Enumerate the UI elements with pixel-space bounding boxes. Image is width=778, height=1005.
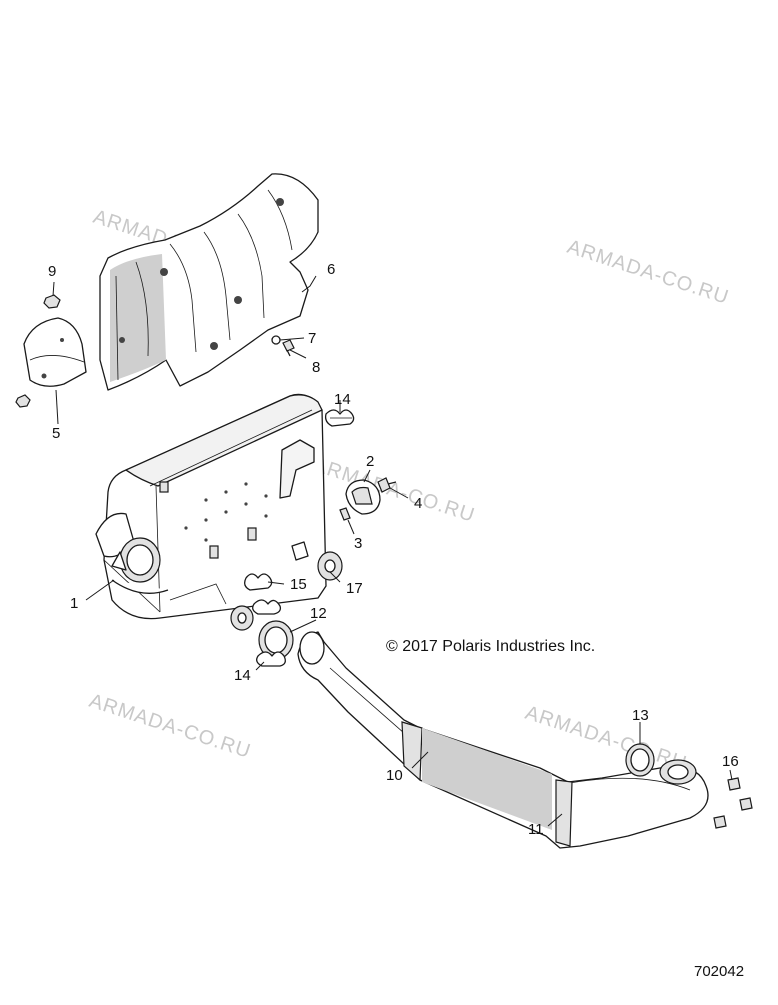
callout-15: 15 — [290, 576, 307, 593]
bolt-part-16 — [713, 777, 753, 829]
callout-17: 17 — [346, 580, 363, 597]
callout-14: 14 — [334, 391, 351, 408]
callout-7: 7 — [308, 330, 316, 347]
cover-part-5 — [23, 317, 87, 387]
callout-3: 3 — [354, 535, 362, 552]
spring-part-15 — [244, 573, 282, 615]
watermark: ARMADA-CO.RU — [86, 690, 253, 763]
muffler-part-1 — [95, 393, 327, 620]
callout-10: 10 — [386, 767, 403, 784]
copyright-notice: © 2017 Polaris Industries Inc. — [386, 638, 595, 655]
heat-shield-part-6 — [99, 173, 319, 391]
callout-13: 13 — [632, 707, 649, 724]
head-pipe-part-10 — [297, 631, 709, 849]
callout-14: 14 — [234, 667, 251, 684]
grommet — [230, 605, 254, 631]
grommet-part-17 — [317, 551, 343, 581]
callout-2: 2 — [366, 453, 374, 470]
callout-5: 5 — [52, 425, 60, 442]
callout-6: 6 — [327, 261, 335, 278]
bolt-part-3 — [339, 507, 351, 521]
gasket-part-13 — [625, 743, 655, 777]
callout-9: 9 — [48, 263, 56, 280]
callout-16: 16 — [722, 753, 739, 770]
nut-part-9 — [43, 294, 61, 309]
bolt-part-8 — [282, 339, 295, 357]
clamp-part-2 — [345, 479, 381, 515]
bolt-part-4 — [377, 477, 397, 493]
callout-12: 12 — [310, 605, 327, 622]
washer-part-7 — [271, 335, 281, 345]
fastener — [15, 394, 31, 408]
callout-1: 1 — [70, 595, 78, 612]
diagram-number: 702042 — [694, 963, 744, 980]
spring-part-14-upper — [324, 409, 355, 427]
leader-lines — [52, 275, 733, 827]
clamp-part-11 — [555, 779, 573, 847]
callout-8: 8 — [312, 359, 320, 376]
callout-11: 11 — [528, 821, 544, 838]
pipe-flange — [659, 759, 697, 785]
callout-4: 4 — [414, 495, 422, 512]
watermark: ARMADA-CO.RU — [564, 236, 731, 309]
spring-part-14-lower — [256, 651, 286, 667]
